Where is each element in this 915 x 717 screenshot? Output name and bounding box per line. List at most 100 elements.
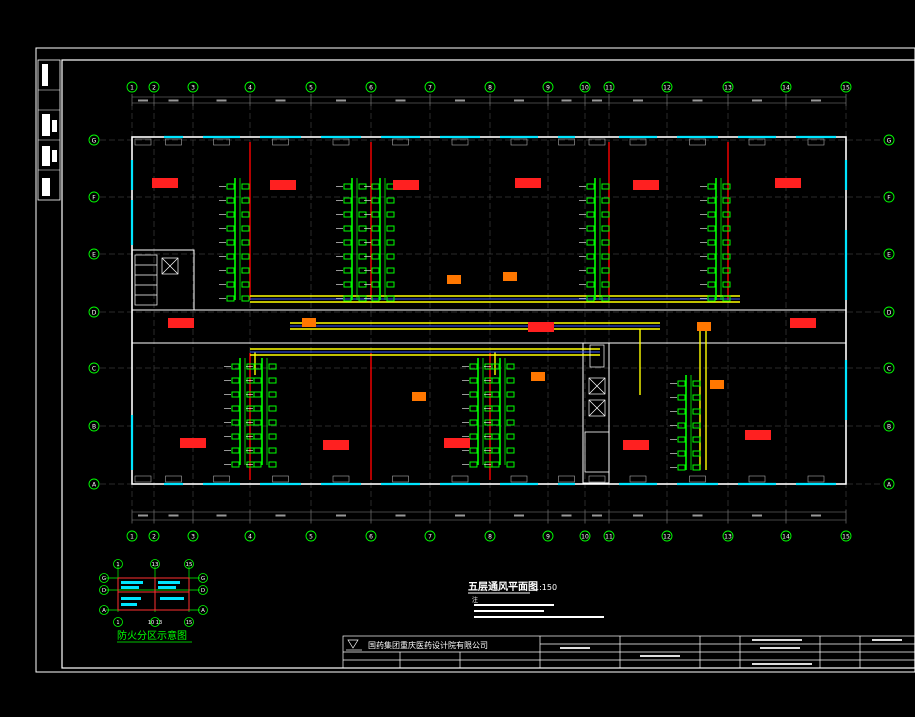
column-bubble: 13 [722,81,734,93]
row-label: A [92,482,97,489]
column-label: 6 [369,534,373,541]
column-label: 2 [152,85,156,92]
outer-frame [35,47,915,673]
room-tag [393,180,419,190]
legend-row-label: D [201,588,205,594]
equipment-tag [531,372,545,381]
legend-title: 防火分区示意图 [117,629,187,642]
row-bubble: C [883,362,895,374]
column-label: 13 [724,85,732,92]
binding-strip [37,59,61,201]
dimension-lines [131,94,847,523]
legend-row-label: D [102,588,106,594]
legend-col-label: 15 [186,562,193,568]
fire-walls [249,142,729,480]
column-label: 15 [842,85,850,92]
column-label: 1 [130,85,134,92]
row-label: A [887,482,892,489]
room-tag [633,180,659,190]
building-walls [131,136,847,485]
legend-col-label: 1 [116,562,120,568]
column-label: 9 [546,85,550,92]
column-label: 10 [581,85,589,92]
axis-bubbles: 1122334455667788991010111112121313141415… [88,81,895,542]
room-tag [444,438,470,448]
row-label: D [92,310,97,317]
legend-col-label: 15 [186,620,192,626]
column-bubble: 4 [244,81,256,93]
column-label: 8 [488,85,492,92]
room-tag [180,438,206,448]
column-bubble: 5 [305,530,317,542]
legend-row-label: A [201,608,205,614]
notes-heading: 注 [472,596,478,604]
column-bubble: 8 [484,530,496,542]
equipment-tags [302,272,724,401]
column-label: 4 [248,534,252,541]
column-label: 5 [309,534,313,541]
column-label: 3 [191,85,195,92]
equipment-tag [447,275,461,284]
row-label: B [92,424,96,431]
drawing-title-block: 五层通风平面图 1:150 注 [468,581,604,618]
equipment-tag [697,322,711,331]
row-bubble: G [88,134,100,146]
column-bubble: 14 [780,81,792,93]
column-bubble: 2 [148,530,160,542]
column-bubble: 3 [187,530,199,542]
column-bubble: 9 [542,530,554,542]
drawing-title: 五层通风平面图 [468,581,538,593]
room-tag [745,430,771,440]
equipment-tag [710,380,724,389]
row-label: E [887,252,891,259]
column-label: 6 [369,85,373,92]
room-tag [270,180,296,190]
row-bubble: B [88,420,100,432]
row-label: B [887,424,891,431]
column-bubble: 13 [722,530,734,542]
row-bubble: D [883,306,895,318]
column-label: 13 [724,534,732,541]
row-label: C [887,366,891,373]
drawing-scale: 1:150 [534,583,557,592]
row-label: F [887,195,891,202]
column-label: 2 [152,534,156,541]
main-ducts [250,295,740,470]
stair-elevator [134,254,606,417]
column-bubble: 9 [542,81,554,93]
row-label: G [92,138,97,145]
row-label: D [887,310,892,317]
row-bubble: E [88,248,100,260]
column-bubble: 6 [365,81,377,93]
company-name: 国药集团重庆医药设计院有限公司 [368,640,488,650]
row-bubble: A [883,478,895,490]
legend-row-label: A [102,608,106,614]
room-tag [323,440,349,450]
column-label: 8 [488,534,492,541]
column-bubble: 7 [424,530,436,542]
row-bubble: B [883,420,895,432]
column-label: 11 [605,85,613,92]
column-label: 14 [782,534,790,541]
ventilation-equipment [219,178,731,471]
column-bubble: 3 [187,81,199,93]
column-label: 7 [428,534,432,541]
column-label: 9 [546,534,550,541]
legend-col-label: 13 [152,562,159,568]
column-label: 14 [782,85,790,92]
column-label: 4 [248,85,252,92]
column-bubble: 12 [661,81,673,93]
column-bubble: 10 [579,81,591,93]
column-label: 1 [130,534,134,541]
column-bubble: 5 [305,81,317,93]
column-label: 7 [428,85,432,92]
column-bubble: 14 [780,530,792,542]
row-bubble: D [88,306,100,318]
equipment-tag [503,272,517,281]
row-bubble: C [88,362,100,374]
column-label: 15 [842,534,850,541]
column-label: 10 [581,534,589,541]
column-bubble: 11 [603,81,615,93]
legend-col-label: 1 [116,620,119,626]
